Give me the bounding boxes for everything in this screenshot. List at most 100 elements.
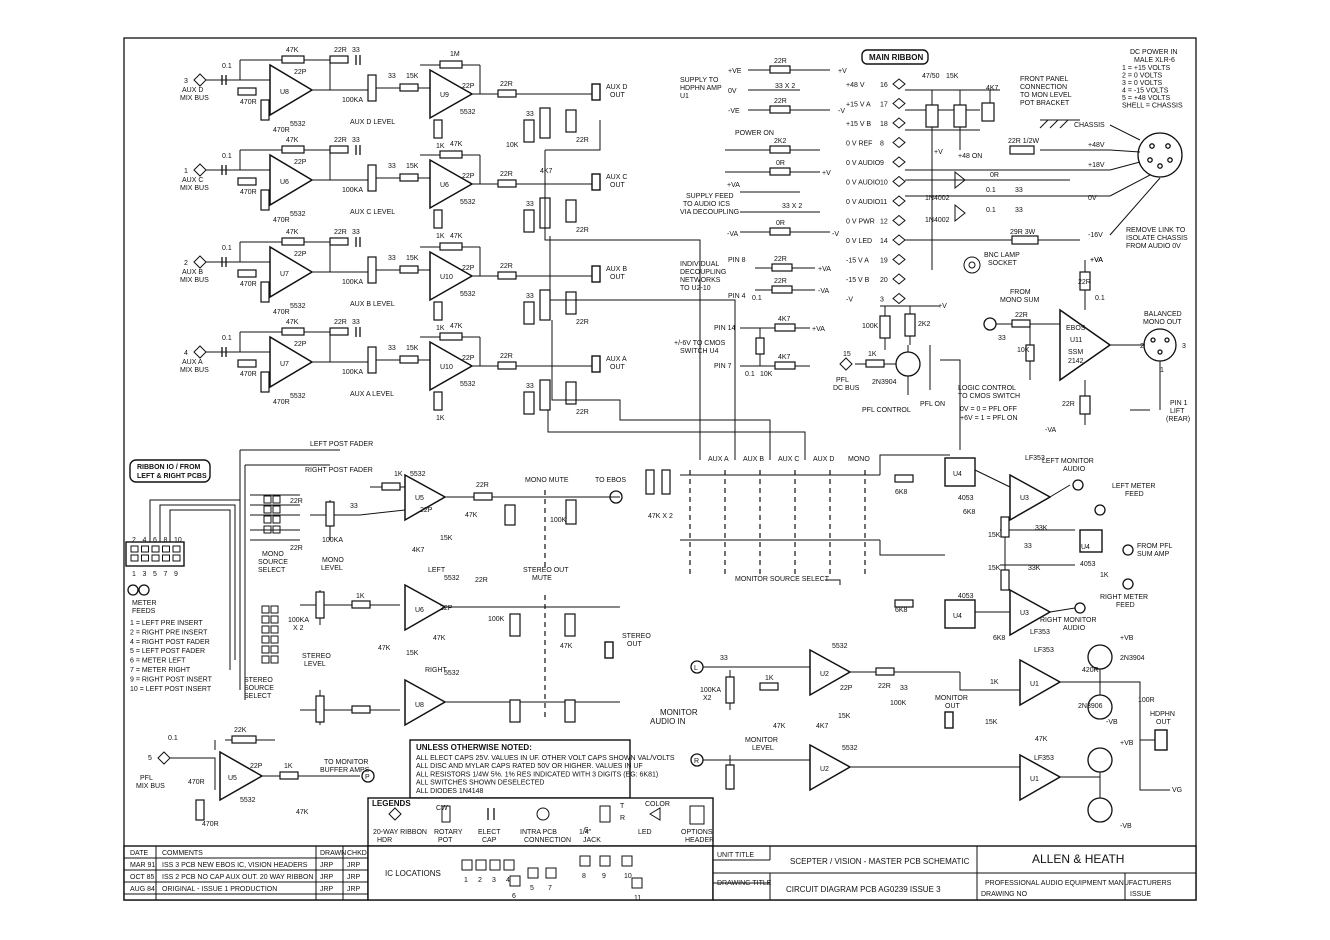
ribbon-pin-name: -15 V A xyxy=(846,258,869,265)
unit-title-label: UNIT TITLE xyxy=(717,852,754,859)
ribbon-pin-connector xyxy=(892,175,906,188)
cm-r6k8b: 6K8 xyxy=(895,607,908,614)
ic-chip xyxy=(599,855,611,867)
ribbon-pin-number: 19 xyxy=(880,258,888,265)
u4-a-part: 4053 xyxy=(958,495,974,502)
bal-r22b: 22R xyxy=(1078,279,1091,286)
ps-0r: 0R xyxy=(776,160,785,167)
rev-cell: JRP xyxy=(320,862,334,869)
mono-pot: 100KA xyxy=(322,537,343,544)
ribbon-pin-number: 8 xyxy=(880,141,884,148)
dc-pin-assign: 4 = -15 VOLTS xyxy=(1122,88,1169,95)
aux-opamp-1 xyxy=(269,63,314,117)
mon-c22p: 22P xyxy=(840,685,853,692)
aux-bus-line-2: MIX BUS xyxy=(180,277,209,284)
lamp-line-2: SOCKET xyxy=(988,260,1018,267)
monitor-bus-label: AUX D xyxy=(813,456,834,463)
rev-cell: JRP xyxy=(320,886,334,893)
mono-r4k7: 4K7 xyxy=(412,547,425,554)
aux-c33b: 33 xyxy=(388,345,396,352)
aux-r470-b: 470R xyxy=(273,399,290,406)
pb-line-2: DC BUS xyxy=(833,385,860,392)
aux-input-connector xyxy=(193,163,207,177)
ps-pva: +VA xyxy=(727,182,740,189)
company-name: ALLEN & HEATH xyxy=(1032,852,1124,866)
ic-chip-number: 7 xyxy=(548,885,552,892)
aux-in-cap: 0.1 xyxy=(222,63,232,70)
st-r1k: 1K xyxy=(356,593,365,600)
st-r15k: 15K xyxy=(406,650,419,657)
dc-title-2: MALE XLR-6 xyxy=(1134,57,1175,64)
rev-header: DRAWN xyxy=(320,850,346,857)
aux-rfb: 47K xyxy=(286,229,299,236)
rev-header: COMMENTS xyxy=(162,850,203,857)
bal-ssm2: 2142 xyxy=(1068,358,1084,365)
mono-r22b: 22R xyxy=(290,545,303,552)
ic-chip xyxy=(631,877,643,889)
tm-line-2: BUFFER AMPS xyxy=(320,767,370,774)
ribbon-pin-connector xyxy=(892,253,906,266)
ic-chip xyxy=(545,867,557,879)
xlr3-connector xyxy=(1143,328,1177,362)
bal-r22: 22R xyxy=(1015,312,1028,319)
ic-chip xyxy=(475,859,487,871)
bal-r22c: 22R xyxy=(1062,401,1075,408)
rev-cell: ISS 2 PCB NO CAP AUX OUT. 20 WAY RIBBON xyxy=(162,874,313,881)
mono-c47k: 47K X 2 xyxy=(648,513,673,520)
ps-2k2: 2K2 xyxy=(774,138,787,145)
dc-pin-assign: 3 = 0 VOLTS xyxy=(1122,80,1162,87)
hp-qtop: 2N3904 xyxy=(1120,655,1145,662)
bal-ssm: SSM xyxy=(1068,349,1083,356)
aux-pot: 100KA xyxy=(342,369,363,376)
ribbon-pin-name: -15 V B xyxy=(846,277,870,284)
pfl-r1k: 1K xyxy=(284,763,293,770)
ps-nva: -VA xyxy=(727,231,738,238)
pmb-line-2: MIX BUS xyxy=(136,783,165,790)
mon-r47k: 47K xyxy=(773,723,786,730)
aux-r15k: 15K xyxy=(406,345,419,352)
mon-op-a: 5532 xyxy=(832,643,848,650)
ribbon-io-pin: 10 = LEFT POST INSERT xyxy=(130,686,212,693)
ho-line-1: HDPHN xyxy=(1150,711,1175,718)
xlr6-connector xyxy=(1137,132,1183,178)
aux-out-jack xyxy=(591,265,601,283)
u4-b-label: U4 xyxy=(953,613,962,620)
lamp-line-1: BNC LAMP xyxy=(984,252,1020,259)
mon-r4k7: 4K7 xyxy=(816,723,829,730)
aux-out-jack xyxy=(591,83,601,101)
aux-bus-line-2: MIX BUS xyxy=(180,367,209,374)
mono-ic: U5 xyxy=(415,495,424,502)
monitor-bus-label: AUX A xyxy=(708,456,729,463)
p48-label: +48V xyxy=(1088,142,1105,149)
zero-rail-label: 0V xyxy=(728,88,737,95)
ps-0r-2: 0R xyxy=(776,220,785,227)
ic-chip-number: 11 xyxy=(634,895,641,902)
aux-r1k: 1K xyxy=(436,325,445,332)
feed-line-2: TO AUDIO ICS xyxy=(683,201,730,208)
ic-chip-number: 4 xyxy=(506,877,510,884)
mon-r1k: 1K xyxy=(765,675,774,682)
aux-ic2-label: U10 xyxy=(440,364,453,371)
ic-chip-number: 8 xyxy=(582,873,586,880)
aux-op2: 5532 xyxy=(460,109,476,116)
ribbon-pin-name: -V xyxy=(846,297,853,304)
aux-r470: 470R xyxy=(240,189,257,196)
rev-cell: MAR 91 xyxy=(130,862,155,869)
ribbon-pin-number: 10 xyxy=(880,180,888,187)
pot-symbol xyxy=(441,805,451,823)
notes-title: UNLESS OTHERWISE NOTED: xyxy=(416,743,532,752)
ribbon-pin-connector xyxy=(892,195,906,207)
legend-line-1: LED xyxy=(638,829,652,836)
monitor-select-label: MONITOR SOURCE SELECT xyxy=(735,576,830,583)
ribbon-io-pin: 4 = RIGHT POST FADER xyxy=(130,639,210,646)
ribbon-pin-name: 0 V PWR xyxy=(846,219,875,226)
aux-c33c: 33 xyxy=(526,201,534,208)
